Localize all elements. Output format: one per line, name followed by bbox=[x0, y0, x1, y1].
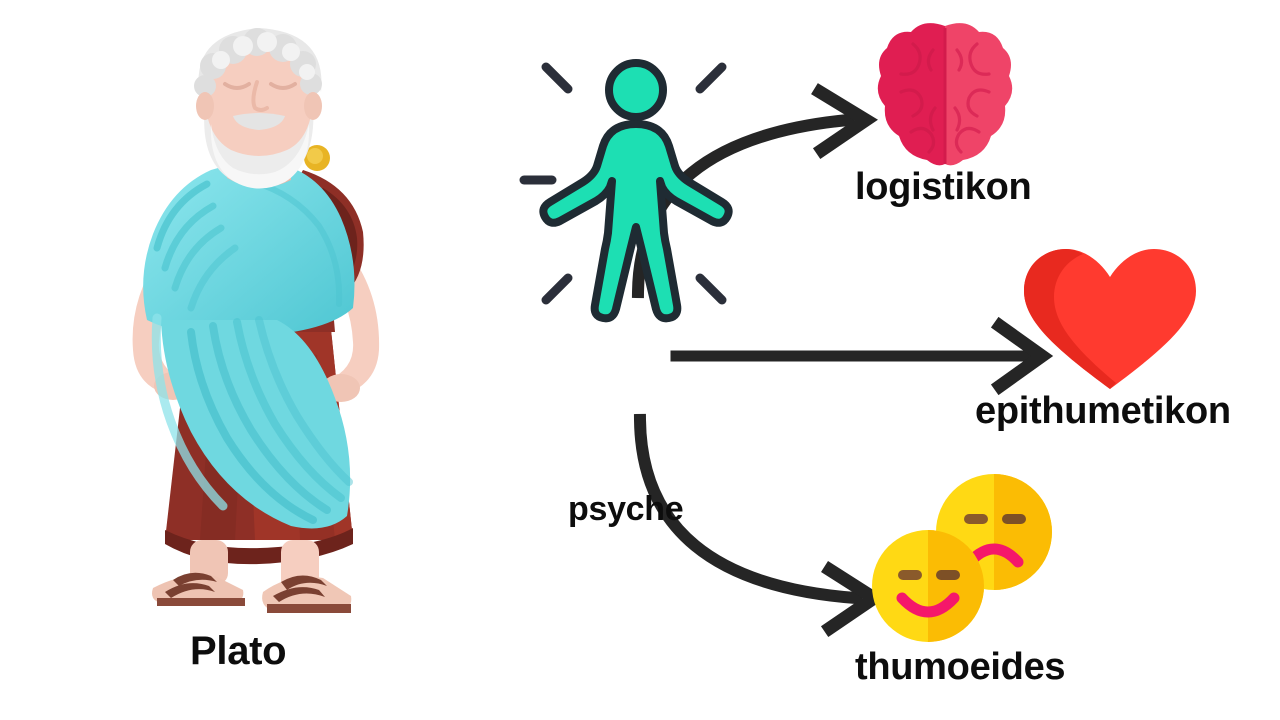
plato-brooch-icon bbox=[304, 145, 330, 171]
happy-sad-faces-icon bbox=[872, 474, 1052, 642]
psyche-figure bbox=[519, 59, 733, 323]
thumoeides-label: thumoeides bbox=[855, 646, 1066, 688]
happy-face-icon bbox=[872, 530, 984, 642]
logistikon-label: logistikon bbox=[855, 166, 1032, 208]
psyche-label: psyche bbox=[568, 490, 684, 528]
plato-illustration bbox=[132, 28, 380, 613]
person-figure-icon bbox=[539, 59, 733, 323]
brain-icon bbox=[877, 23, 1013, 166]
arrow-to-epithumetikon bbox=[670, 316, 1054, 396]
plato-head bbox=[194, 28, 322, 189]
sparkle-dashes bbox=[519, 62, 727, 305]
plato-toga bbox=[143, 162, 355, 529]
epithumetikon-label: epithumetikon bbox=[975, 390, 1231, 432]
heart-icon bbox=[1024, 249, 1196, 389]
plato-label: Plato bbox=[190, 629, 287, 673]
plato-sandals bbox=[152, 572, 352, 613]
